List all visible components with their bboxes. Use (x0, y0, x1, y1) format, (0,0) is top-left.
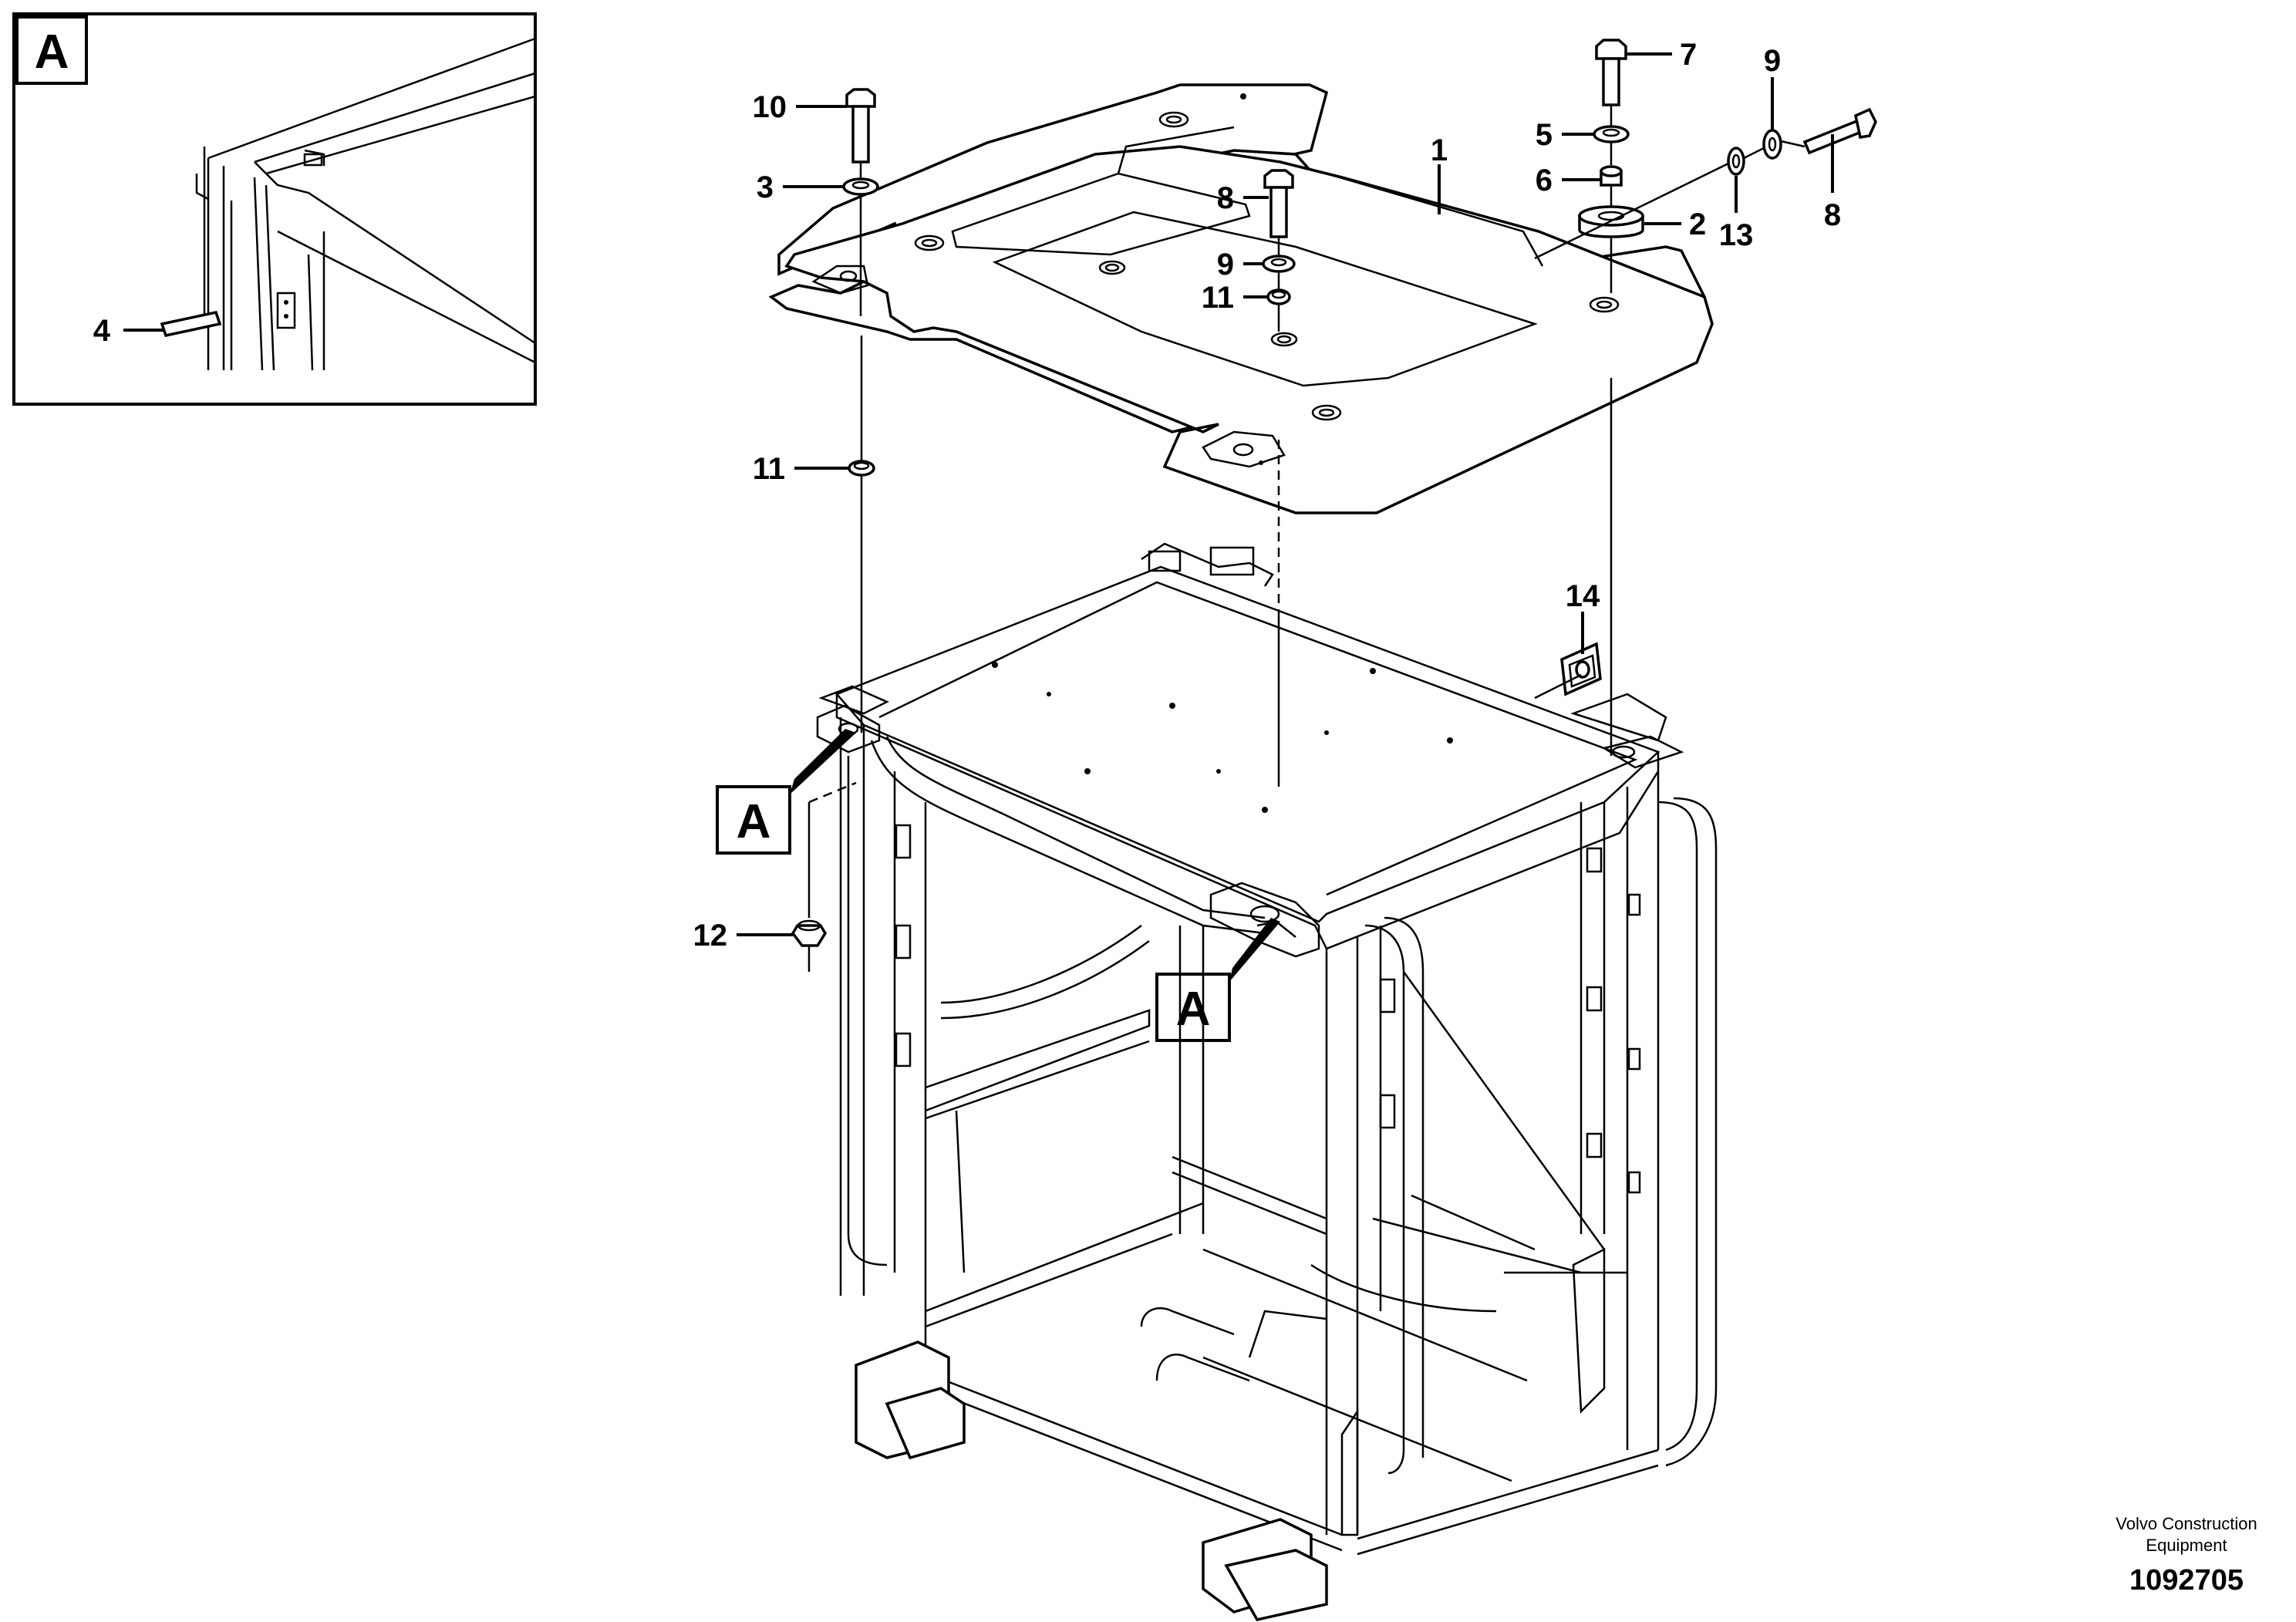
detail-ref-a-center: A (1155, 918, 1280, 1042)
detail-a-frame-drawing (160, 37, 536, 371)
callout-7: 7 (1680, 38, 1697, 72)
callout-8-right: 8 (1824, 198, 1841, 232)
drawing-number: 1092705 (2129, 1564, 2244, 1597)
fastener-parts (791, 39, 1877, 947)
callout-14: 14 (1566, 579, 1600, 613)
footer: Volvo Construction Equipment 1092705 (2116, 1514, 2257, 1597)
callout-9-right: 9 (1764, 44, 1781, 78)
callout-3: 3 (757, 170, 774, 204)
detail-ref-a-left: A (716, 729, 856, 855)
callout-13: 13 (1719, 218, 1754, 252)
callout-10: 10 (753, 90, 787, 124)
callout-8-middle: 8 (1217, 181, 1234, 215)
callout-12: 12 (693, 919, 728, 953)
cab-frame (816, 542, 1718, 1621)
callout-6: 6 (1536, 164, 1553, 197)
callout-4: 4 (93, 314, 111, 348)
roof-panel (768, 83, 1714, 514)
detail-a-inset: A 4 (12, 12, 537, 406)
detail-ref-letter: A (1176, 983, 1211, 1036)
assembly-lines (807, 105, 1805, 972)
callout-2: 2 (1689, 207, 1706, 241)
detail-a-letter: A (35, 25, 69, 79)
footer-company-line2: Equipment (2146, 1536, 2227, 1555)
callout-5: 5 (1536, 118, 1553, 152)
callout-11-middle: 11 (1202, 281, 1234, 315)
callout-1: 1 (1431, 133, 1448, 167)
callout-11-left: 11 (753, 452, 785, 486)
detail-ref-letter: A (737, 795, 771, 848)
footer-company-line1: Volvo Construction (2116, 1514, 2257, 1533)
callouts: 1 2 3 5 6 7 8 8 9 9 10 11 11 (693, 38, 1842, 953)
callout-9-middle: 9 (1217, 248, 1234, 282)
